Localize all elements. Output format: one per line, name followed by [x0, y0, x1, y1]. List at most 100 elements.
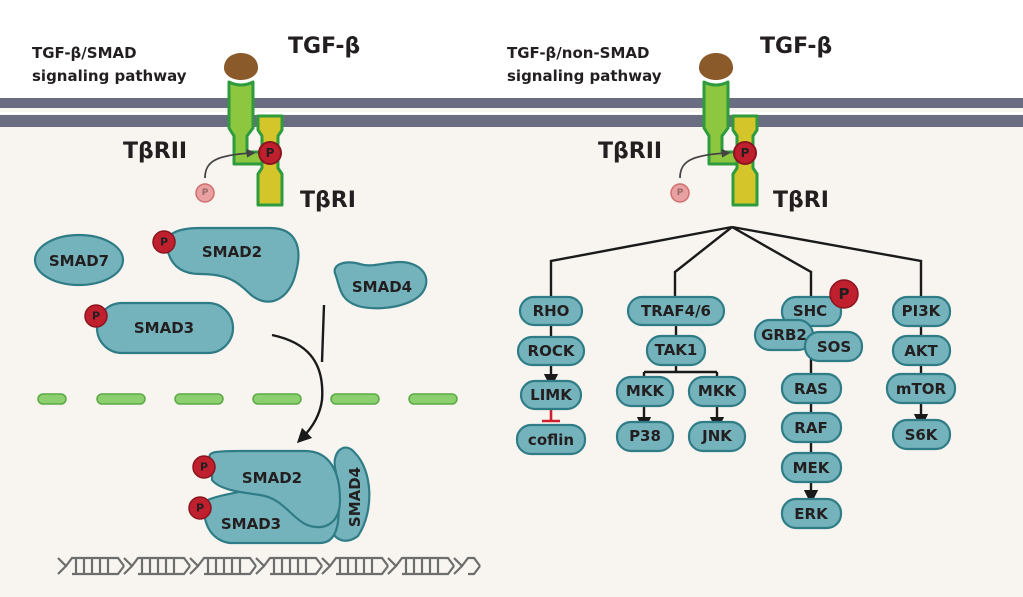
phospho-label: P: [266, 146, 275, 160]
node-ras-label: RAS: [794, 380, 828, 398]
node-coflin-label: coflin: [528, 431, 574, 449]
node-shc-label: SHC: [793, 302, 827, 320]
nuclear-envelope: [37, 393, 458, 405]
free-phosphate-icon: [195, 183, 215, 203]
node-akt: [891, 334, 952, 367]
node-shc: [780, 295, 843, 328]
node-p38-label: P38: [629, 427, 661, 445]
complex-smad2-label: SMAD2: [242, 469, 302, 487]
dna-helix-icon: [57, 556, 481, 576]
left-tbri-label: TβRI: [300, 188, 356, 213]
right-title-line2: signaling pathway: [507, 67, 662, 85]
node-s6k: [891, 418, 952, 451]
node-sos-label: SOS: [817, 338, 851, 356]
right-panel: TGF-β/non-SMAD signaling pathway TGF-β P…: [507, 34, 957, 530]
node-mtor-label: mTOR: [896, 380, 947, 398]
shc-phospho-icon: [829, 279, 859, 309]
translocation-arrow: [271, 333, 324, 444]
node-pi3k-label: PI3K: [902, 302, 942, 320]
node-coflin: [515, 423, 587, 456]
inhibition-symbol: [542, 408, 560, 423]
smad2-phospho-icon: [152, 230, 176, 254]
node-tak1-label: TAK1: [655, 341, 698, 359]
node-limk: [519, 379, 583, 411]
node-rho-label: RHO: [533, 302, 570, 320]
node-mek-label: MEK: [793, 459, 831, 477]
complex-smad4-label: SMAD4: [346, 467, 364, 527]
node-raf-label: RAF: [794, 419, 827, 437]
shc-phospho-label: P: [839, 285, 850, 303]
phospho-label: P: [741, 146, 750, 160]
tbrii-receptor-icon: [227, 80, 264, 166]
phospho-icon: [733, 141, 757, 165]
smad2-protein: [164, 226, 300, 303]
node-erk: [780, 497, 843, 530]
smad2-label: SMAD2: [202, 243, 262, 261]
node-pi3k: [891, 295, 952, 328]
phosphorylation-arrow: [204, 148, 256, 179]
left-title-line2: signaling pathway: [32, 67, 187, 85]
node-jnk-label: JNK: [701, 427, 733, 445]
cell-membrane: [0, 98, 1023, 127]
tbrii-receptor-icon: [702, 80, 739, 166]
node-s6k-label: S6K: [905, 426, 939, 444]
shc-branch: SHC P GRB2 SOS RAS RAF MEK ERK: [753, 279, 864, 530]
smad3-phospho-label: P: [92, 310, 100, 323]
free-phosphate-label: P: [677, 188, 684, 198]
node-rho: [518, 295, 584, 327]
node-akt-label: AKT: [904, 342, 938, 360]
right-ligand-label: TGF-β: [760, 34, 832, 59]
node-grb2-label: GRB2: [761, 326, 807, 344]
node-rock-label: ROCK: [528, 342, 576, 360]
node-traf46: [626, 295, 726, 327]
complex-smad2-phospho-label: P: [200, 461, 208, 474]
left-ligand-label: TGF-β: [288, 34, 360, 59]
tgf-beta-ligand-icon: [224, 53, 258, 80]
node-mtor: [885, 372, 957, 405]
smad4-join-line: [320, 304, 326, 363]
node-jnk: [687, 420, 747, 453]
smad7-protein: [33, 233, 125, 287]
complex-smad4: [328, 446, 371, 542]
node-traf46-label: TRAF4/6: [641, 302, 711, 320]
node-mkk-p38: [615, 375, 675, 408]
node-raf: [780, 411, 843, 444]
node-rock: [516, 335, 586, 367]
node-p38: [615, 420, 675, 453]
pi3k-branch: PI3K AKT mTOR S6K: [885, 295, 957, 451]
node-mek: [780, 451, 843, 484]
node-erk-label: ERK: [794, 505, 829, 523]
left-panel: TGF-β/SMAD signaling pathway TGF-β P P T…: [32, 34, 481, 576]
complex-smad3-phospho-icon: [188, 496, 212, 520]
free-phosphate-label: P: [202, 188, 209, 198]
node-tak1: [645, 334, 707, 367]
smad3-phospho-icon: [84, 304, 108, 328]
smad-complex: SMAD2 SMAD3 SMAD4 P P: [188, 446, 371, 545]
tgf-beta-ligand-icon: [699, 53, 733, 80]
node-limk-label: LIMK: [530, 386, 573, 404]
complex-smad3-label: SMAD3: [221, 515, 281, 533]
right-tbrii-label: TβRII: [598, 139, 662, 164]
node-ras: [780, 372, 843, 405]
smad4-label: SMAD4: [352, 278, 412, 296]
node-mkk-jnk: [687, 375, 747, 408]
smad7-label: SMAD7: [49, 252, 109, 270]
smad4-protein: [333, 260, 428, 310]
left-tbrii-label: TβRII: [123, 139, 187, 164]
branch-lines: [549, 225, 923, 297]
right-tbri-label: TβRI: [773, 188, 829, 213]
smad3-label: SMAD3: [134, 319, 194, 337]
phospho-icon: [258, 141, 282, 165]
complex-smad3-phospho-label: P: [196, 502, 204, 515]
right-title-line1: TGF-β/non-SMAD: [507, 44, 649, 62]
traf-branch: TRAF4/6 TAK1 MKK MKK P38 JNK: [615, 295, 747, 453]
complex-smad2-phospho-icon: [192, 455, 216, 479]
rho-branch: RHO ROCK LIMK coflin: [515, 295, 587, 456]
smad3-protein: [95, 301, 235, 355]
extracellular-space: [0, 0, 1023, 100]
node-mkk-jnk-label: MKK: [698, 382, 738, 400]
smad2-phospho-label: P: [160, 236, 168, 249]
dna-strand: [57, 556, 481, 576]
left-title-line1: TGF-β/SMAD: [32, 44, 137, 62]
